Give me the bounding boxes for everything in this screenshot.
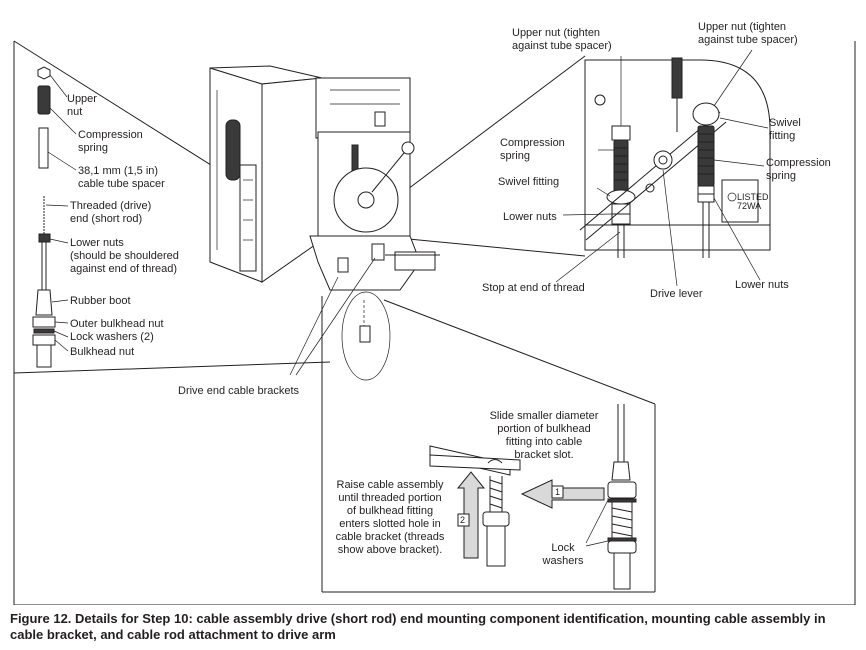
label-lower-nuts-detail-left: Lower nuts: [503, 211, 557, 223]
rubber-boot-part: [35, 289, 53, 316]
label-bulkhead-nut: Bulkhead nut: [70, 346, 134, 358]
bulkhead-nut-part: [32, 334, 56, 346]
label-lock-washers-left: Lock washers (2): [70, 331, 154, 343]
drive-end-bracket-leaders: [289, 257, 376, 376]
label-stop-at-end: Stop at end of thread: [482, 282, 585, 294]
bracket-inset-leaders: [585, 499, 609, 547]
label-outer-bulkhead-nut: Outer bulkhead nut: [70, 318, 164, 330]
label-drive-lever: Drive lever: [650, 288, 703, 300]
exploded-parts: [32, 66, 56, 368]
compression-spring-part: [37, 85, 51, 115]
tube-spacer-part: [38, 127, 49, 169]
bracket-callout-circle: [341, 291, 391, 381]
label-threaded-end: Threaded (drive)end (short rod): [70, 200, 151, 225]
breaker-mechanism: [209, 65, 440, 291]
label-drive-end-brackets: Drive end cable brackets: [178, 385, 300, 397]
bracket-inset: 2 1: [429, 404, 637, 590]
label-swivel-fitting-left: Swivel fitting: [498, 176, 559, 188]
upper-nut-part: [37, 66, 51, 80]
step-2-number: 2: [460, 515, 465, 525]
detail-leaders: [555, 49, 769, 287]
frame-lines: [13, 40, 856, 605]
lock-washer-part: [33, 328, 55, 334]
outer-bulkhead-nut-part: [32, 316, 56, 328]
step-1-number: 1: [555, 487, 560, 497]
figure-caption: Figure 12. Details for Step 10: cable as…: [10, 611, 826, 642]
lower-nuts-part: [38, 233, 51, 243]
exploded-leaders: [45, 74, 77, 352]
label-tube-spacer: 38,1 mm (1,5 in)cable tube spacer: [78, 165, 165, 190]
label-lower-nuts-right: Lower nuts: [735, 279, 789, 291]
label-rubber-boot: Rubber boot: [70, 295, 131, 307]
